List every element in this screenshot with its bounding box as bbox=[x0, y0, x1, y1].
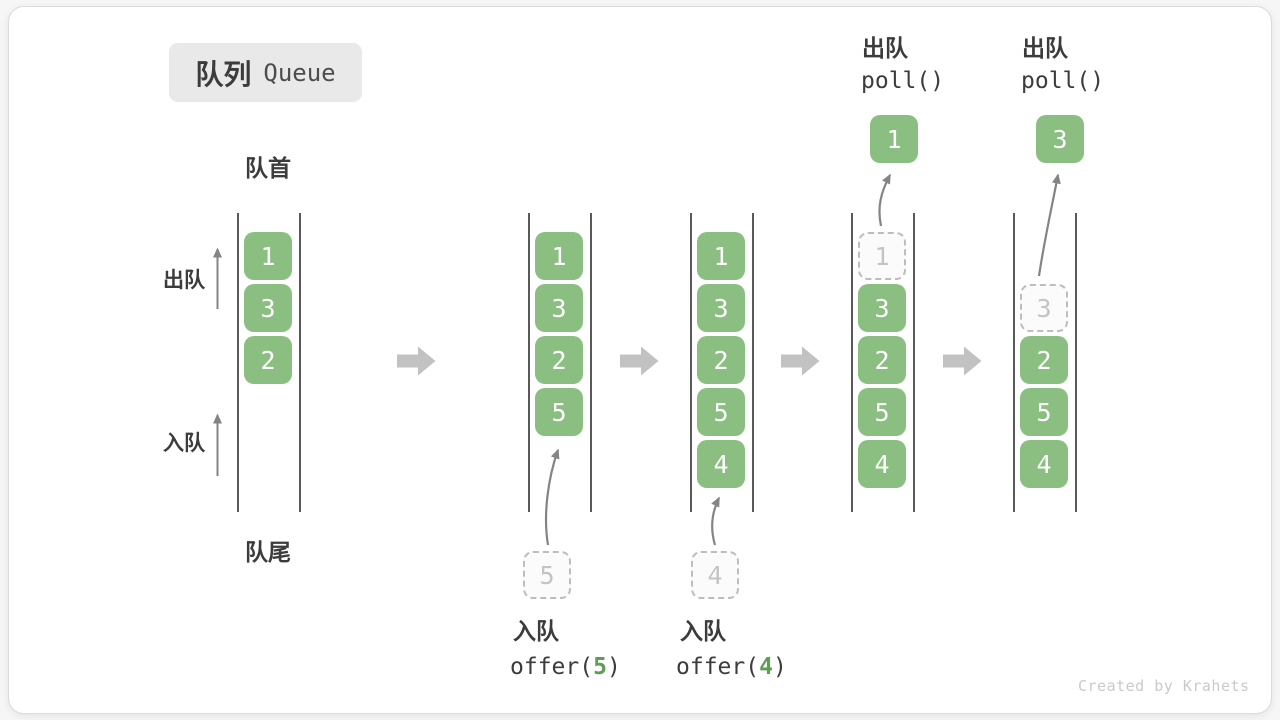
queue-item-box: 2 bbox=[1020, 336, 1068, 384]
popped-item-box: 3 bbox=[1036, 115, 1084, 163]
queue-item-box: 3 bbox=[858, 284, 906, 332]
enqueue-side-label: 入队 bbox=[163, 432, 205, 455]
queue-wall-right bbox=[752, 213, 754, 512]
queue-wall-right bbox=[1075, 213, 1077, 512]
caption-code-segment: poll() bbox=[861, 68, 945, 94]
queue-item-box: 1 bbox=[535, 232, 583, 280]
queue-wall-left bbox=[237, 213, 239, 512]
queue-wall-left bbox=[851, 213, 853, 512]
queue-item-box: 1 bbox=[244, 232, 292, 280]
queue-item-box: 4 bbox=[697, 440, 745, 488]
caption-code: offer(5) bbox=[510, 654, 621, 680]
caption-action: 出队 bbox=[1022, 35, 1068, 61]
queue-item-box: 3 bbox=[697, 284, 745, 332]
queue-item-box: 5 bbox=[1020, 388, 1068, 436]
title-en: Queue bbox=[263, 58, 336, 87]
caption-code-segment: ) bbox=[772, 654, 787, 680]
caption-code-segment: ) bbox=[606, 654, 621, 680]
queue-item-box: 2 bbox=[535, 336, 583, 384]
queue-item-box: 2 bbox=[697, 336, 745, 384]
caption-code-segment: 4 bbox=[759, 654, 773, 680]
caption-action: 入队 bbox=[513, 618, 559, 644]
queue-item-box: 3 bbox=[535, 284, 583, 332]
queue-item-box: 4 bbox=[1020, 440, 1068, 488]
queue-wall-right bbox=[299, 213, 301, 512]
queue-item-box: 5 bbox=[535, 388, 583, 436]
caption-code-segment: 5 bbox=[593, 654, 607, 680]
queue-wall-right bbox=[913, 213, 915, 512]
diagram-card bbox=[8, 6, 1272, 714]
queue-item-box: 2 bbox=[244, 336, 292, 384]
queue-item-box: 5 bbox=[697, 388, 745, 436]
queue-wall-right bbox=[590, 213, 592, 512]
caption-code-segment: offer( bbox=[510, 654, 594, 680]
incoming-item-box: 4 bbox=[691, 551, 739, 599]
popped-item-box: 1 bbox=[870, 115, 918, 163]
queue-wall-left bbox=[528, 213, 530, 512]
title-badge: 队列 Queue bbox=[169, 43, 362, 102]
queue-item-box: 2 bbox=[858, 336, 906, 384]
incoming-item-box: 5 bbox=[523, 551, 571, 599]
watermark: Created by Krahets bbox=[1078, 677, 1250, 695]
queue-wall-left bbox=[690, 213, 692, 512]
queue-item-box: 4 bbox=[858, 440, 906, 488]
queue-front-label: 队首 bbox=[245, 155, 291, 181]
queue-rear-label: 队尾 bbox=[245, 539, 291, 565]
queue-item-ghost: 3 bbox=[1020, 284, 1068, 332]
queue-item-box: 3 bbox=[244, 284, 292, 332]
caption-code: poll() bbox=[1021, 68, 1104, 94]
caption-action: 入队 bbox=[680, 618, 726, 644]
title-zh: 队列 bbox=[195, 58, 252, 90]
dequeue-side-label: 出队 bbox=[163, 269, 205, 292]
queue-wall-left bbox=[1013, 213, 1015, 512]
queue-item-box: 5 bbox=[858, 388, 906, 436]
queue-item-ghost: 1 bbox=[858, 232, 906, 280]
queue-item-box: 1 bbox=[697, 232, 745, 280]
caption-code: offer(4) bbox=[676, 654, 787, 680]
caption-code: poll() bbox=[861, 68, 944, 94]
caption-code-segment: offer( bbox=[676, 654, 760, 680]
caption-action: 出队 bbox=[862, 35, 908, 61]
caption-code-segment: poll() bbox=[1021, 68, 1105, 94]
